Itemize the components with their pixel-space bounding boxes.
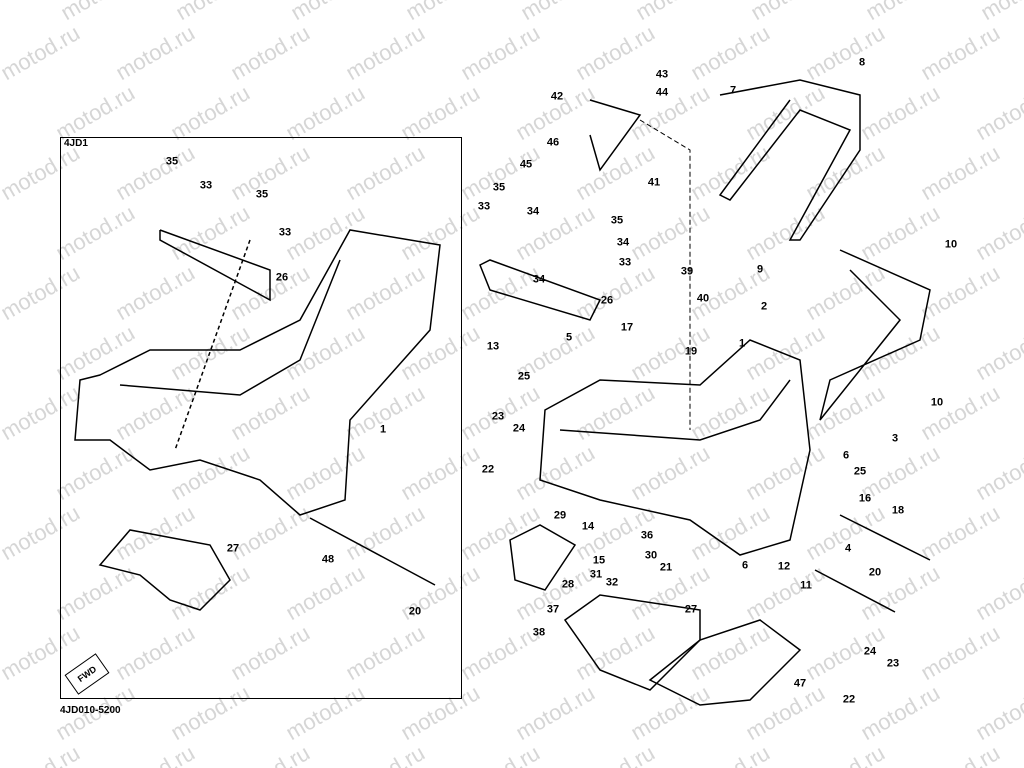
part-callout: 6 xyxy=(842,449,850,462)
part-callout: 48 xyxy=(321,553,335,566)
part-callout: 24 xyxy=(512,422,526,435)
part-callout: 1 xyxy=(738,337,746,350)
part-callout: 3 xyxy=(891,432,899,445)
part-callout: 17 xyxy=(620,321,634,334)
part-callout: 20 xyxy=(408,605,422,618)
part-callout: 35 xyxy=(610,214,624,227)
part-callout: 10 xyxy=(930,396,944,409)
part-callout: 35 xyxy=(165,155,179,168)
part-callout: 31 xyxy=(589,568,603,581)
part-callout: 27 xyxy=(684,603,698,616)
part-callout: 16 xyxy=(858,492,872,505)
part-callout: 18 xyxy=(891,504,905,517)
part-callout: 28 xyxy=(561,578,575,591)
right-frame-assembly xyxy=(479,79,931,706)
part-callout: 33 xyxy=(477,200,491,213)
part-callout: 19 xyxy=(684,345,698,358)
part-callout: 45 xyxy=(519,158,533,171)
part-callout: 15 xyxy=(592,554,606,567)
part-callout: 26 xyxy=(275,271,289,284)
part-callout: 44 xyxy=(655,86,669,99)
part-callout: 25 xyxy=(853,465,867,478)
part-callout: 33 xyxy=(199,179,213,192)
part-callout: 13 xyxy=(486,340,500,353)
part-callout: 41 xyxy=(647,176,661,189)
part-callout: 22 xyxy=(481,463,495,476)
diagram-code: 4JD010-5200 xyxy=(60,705,121,716)
part-callout: 21 xyxy=(659,561,673,574)
part-callout: 11 xyxy=(800,579,812,592)
part-callout: 33 xyxy=(618,256,632,269)
part-callout: 25 xyxy=(517,370,531,383)
part-callout: 20 xyxy=(868,566,882,579)
part-callout: 27 xyxy=(226,542,240,555)
part-callout: 39 xyxy=(680,265,694,278)
part-callout: 5 xyxy=(565,331,573,344)
part-callout: 47 xyxy=(793,677,807,690)
part-callout: 34 xyxy=(532,273,546,286)
part-callout: 30 xyxy=(644,549,658,562)
part-callout: 35 xyxy=(255,188,269,201)
part-callout: 14 xyxy=(581,520,595,533)
part-callout: 36 xyxy=(640,529,654,542)
part-callout: 43 xyxy=(655,68,669,81)
left-frame-assembly xyxy=(74,229,441,611)
part-callout: 22 xyxy=(842,693,856,706)
part-callout: 10 xyxy=(944,238,958,251)
part-callout: 35 xyxy=(492,181,506,194)
part-callout: 23 xyxy=(886,657,900,670)
part-callout: 42 xyxy=(550,90,564,103)
part-callout: 37 xyxy=(546,603,560,616)
part-callout: 9 xyxy=(756,263,764,276)
part-callout: 8 xyxy=(858,56,866,69)
part-callout: 40 xyxy=(696,292,710,305)
part-callout: 1 xyxy=(379,423,387,436)
variant-title: 4JD1 xyxy=(64,138,88,149)
part-callout: 29 xyxy=(553,509,567,522)
part-callout: 33 xyxy=(278,226,292,239)
part-callout: 12 xyxy=(777,560,791,573)
part-callout: 24 xyxy=(863,645,877,658)
part-callout: 2 xyxy=(760,300,768,313)
variant-panel xyxy=(60,137,462,699)
part-callout: 34 xyxy=(616,236,630,249)
part-callout: 46 xyxy=(546,136,560,149)
part-callout: 4 xyxy=(844,542,852,555)
part-callout: 6 xyxy=(741,559,749,572)
part-callout: 7 xyxy=(729,84,737,97)
part-callout: 26 xyxy=(600,294,614,307)
part-callout: 23 xyxy=(491,410,505,423)
part-callout: 32 xyxy=(605,576,619,589)
part-callout: 34 xyxy=(526,205,540,218)
part-callout: 38 xyxy=(532,626,546,639)
fwd-label: FWD xyxy=(75,664,99,684)
